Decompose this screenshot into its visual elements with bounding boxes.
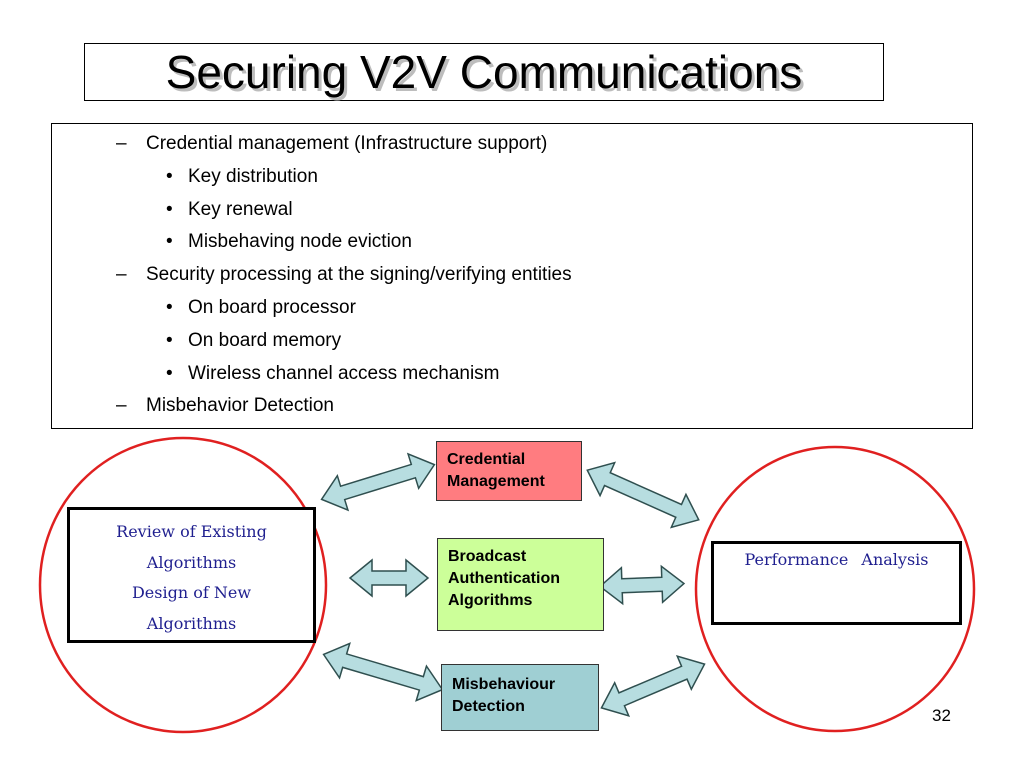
left-box-line: Review of Existing	[116, 522, 267, 541]
bullet-text: Security processing at the signing/verif…	[146, 264, 572, 285]
dot-marker: •	[166, 363, 173, 384]
double-arrow-left-to-broadcast	[348, 558, 430, 598]
dash-marker: –	[116, 395, 127, 416]
misbehaviour-detection-box: Misbehaviour Detection	[441, 664, 599, 731]
sub-bullet-text: On board processor	[188, 297, 356, 318]
bullet-text: Misbehavior Detection	[146, 395, 334, 416]
title-box: Securing V2V Communications	[84, 43, 884, 101]
sub-bullet-text: Wireless channel access mechanism	[188, 363, 500, 384]
sub-bullet-text: Key distribution	[188, 166, 318, 187]
dot-marker: •	[166, 166, 173, 187]
dot-marker: •	[166, 231, 173, 252]
dash-marker: –	[116, 133, 127, 154]
slide-title: Securing V2V Communications	[165, 46, 803, 98]
double-arrow-left-to-misbehaviour	[322, 642, 444, 702]
right-box-word: Analysis	[861, 550, 929, 569]
page-number: 32	[932, 706, 951, 725]
review-design-box: Review of Existing Algorithms Design of …	[67, 507, 316, 643]
dot-marker: •	[166, 199, 173, 220]
sub-bullet-text: Key renewal	[188, 199, 293, 220]
credential-line: Management	[447, 473, 545, 490]
broadcast-authentication-box: Broadcast Authentication Algorithms	[437, 538, 604, 631]
double-arrow-left-to-credential	[320, 452, 436, 512]
bullet-list-box: – Credential management (Infrastructure …	[51, 123, 973, 429]
double-arrow-broadcast-to-right	[598, 564, 686, 606]
performance-analysis-box: Performance Analysis	[711, 541, 962, 625]
left-box-line: Algorithms	[146, 552, 237, 572]
double-arrow-misbehaviour-to-right	[600, 654, 706, 718]
left-circle	[38, 436, 328, 734]
sub-bullet-text: Misbehaving node eviction	[188, 231, 412, 252]
double-arrow-credential-to-right	[586, 461, 700, 529]
bullet-text: Credential management (Infrastructure su…	[146, 133, 548, 154]
misbehaviour-line: Detection	[452, 698, 525, 715]
dash-marker: –	[116, 264, 127, 285]
right-box-word: Performance	[744, 550, 849, 569]
credential-line: Credential	[447, 451, 526, 468]
dot-marker: •	[166, 330, 173, 351]
broadcast-line: Authentication	[448, 570, 560, 587]
broadcast-line: Algorithms	[448, 592, 533, 609]
credential-management-box: Credential Management	[436, 441, 582, 501]
misbehaviour-line: Misbehaviour	[452, 676, 556, 693]
dot-marker: •	[166, 297, 173, 318]
right-circle	[694, 445, 976, 733]
broadcast-line: Broadcast	[448, 548, 527, 565]
left-box-line: Design of New	[131, 583, 252, 602]
left-box-line: Algorithms	[146, 613, 237, 633]
sub-bullet-text: On board memory	[188, 330, 342, 351]
